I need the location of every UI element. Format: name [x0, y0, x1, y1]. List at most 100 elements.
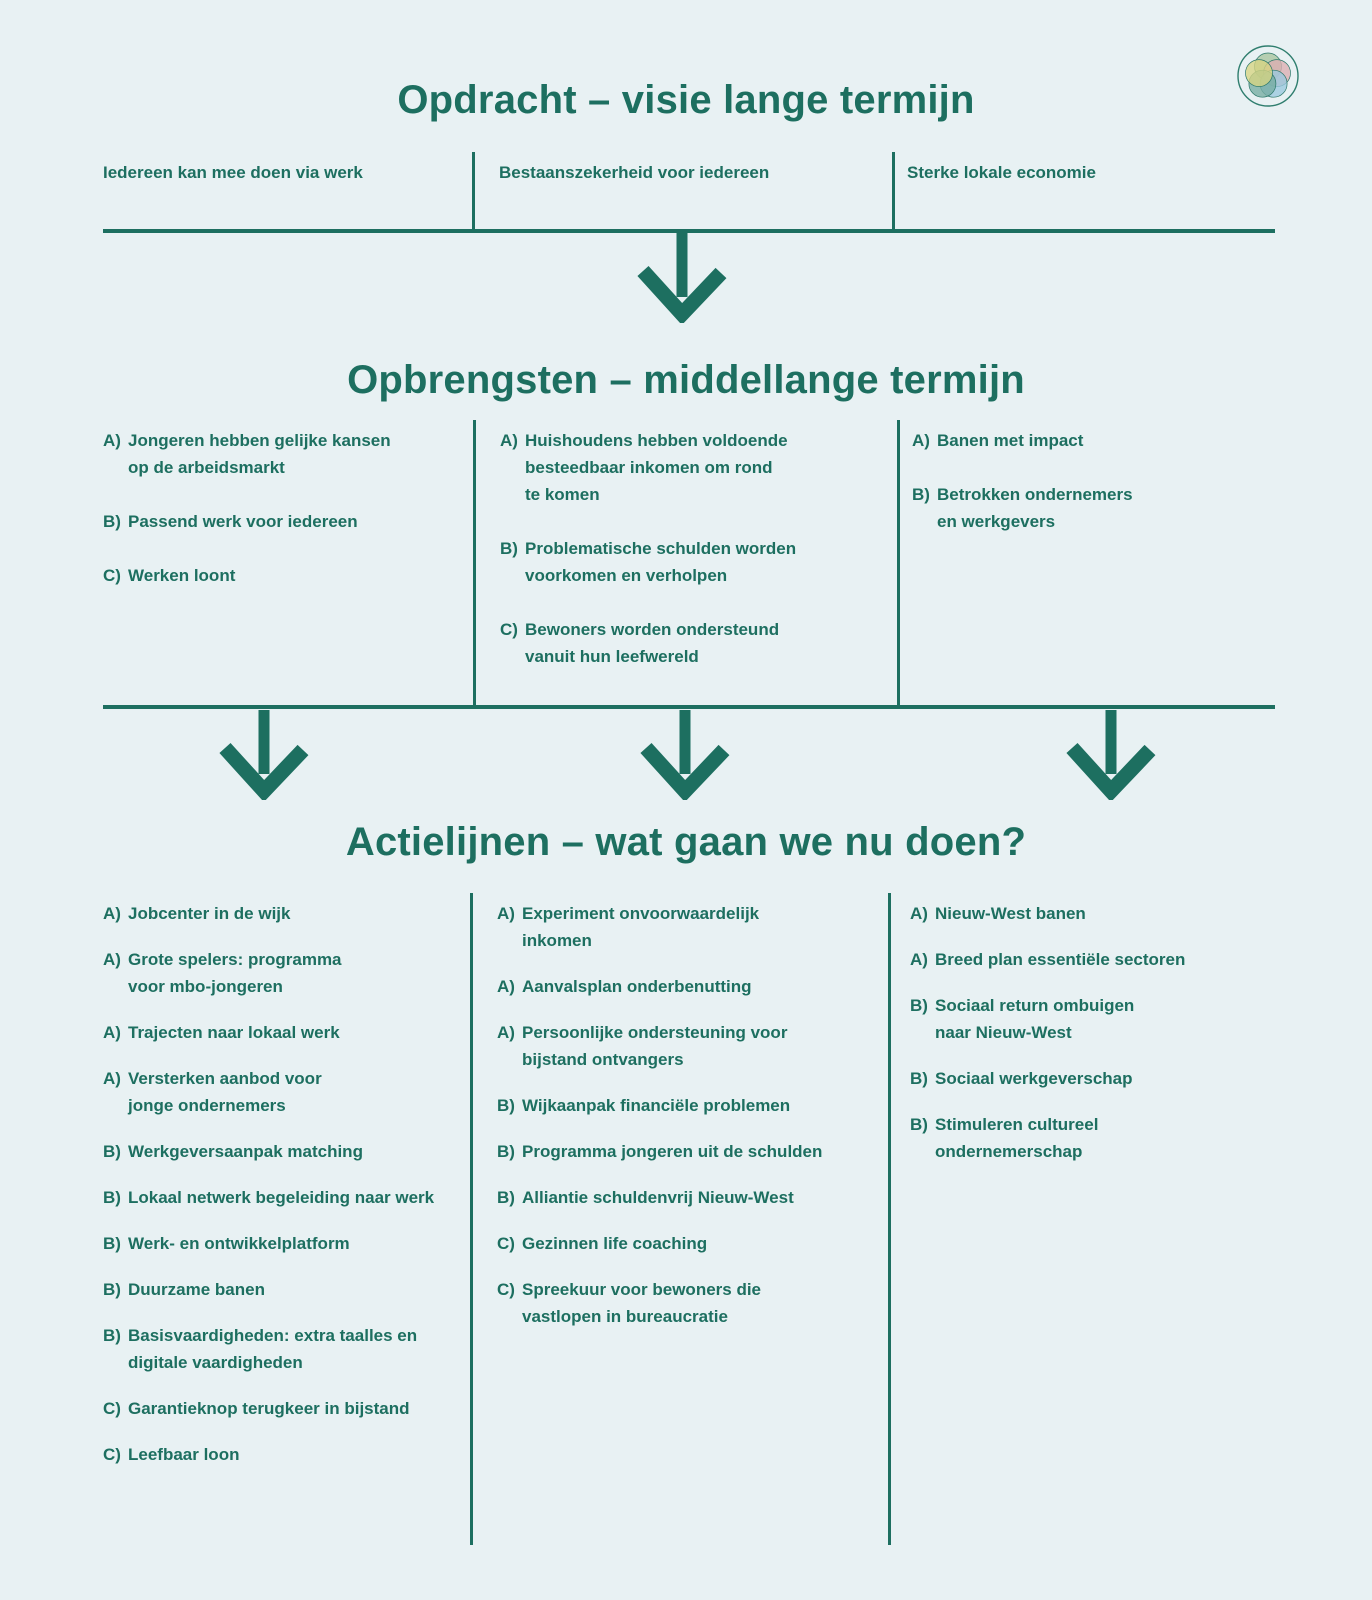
list-item: B) Sociaal return ombuigen naar Nieuw-We…: [910, 992, 1240, 1046]
list-item: A) Breed plan essentiële sectoren: [910, 946, 1240, 973]
list-item: B) Problematische schulden worden voorko…: [500, 535, 897, 589]
column: A) Banen met impact B) Betrokken onderne…: [897, 420, 1240, 706]
column: Sterke lokale economie: [892, 152, 1240, 230]
column: Iedereen kan mee doen via werk: [103, 152, 472, 230]
item-text: Wijkaanpak financiële problemen: [522, 1096, 791, 1115]
item-text: Basisvaardigheden: extra taalles en digi…: [128, 1326, 418, 1372]
item-text: Lokaal netwerk begeleiding naar werk: [128, 1188, 435, 1207]
item-marker: B): [103, 1280, 121, 1299]
item-marker: B): [103, 512, 121, 531]
section-title-actielijnen: Actielijnen – wat gaan we nu doen?: [345, 820, 1027, 864]
item-text: Banen met impact: [937, 431, 1084, 450]
item-text: Leefbaar loon: [128, 1445, 240, 1464]
section-title-opdracht: Opdracht – visie lange termijn: [397, 78, 975, 122]
item-text: Spreekuur voor bewoners die vastlopen in…: [522, 1280, 762, 1326]
item-text: Stimuleren cultureel ondernemerschap: [935, 1115, 1099, 1161]
item-marker: A): [497, 1023, 515, 1042]
item-text: Garantieknop terugkeer in bijstand: [128, 1399, 410, 1418]
item-marker: A): [500, 431, 518, 450]
list-item: B) Lokaal netwerk begeleiding naar werk: [103, 1184, 470, 1211]
list-item: B) Stimuleren cultureel ondernemerschap: [910, 1111, 1240, 1165]
item-text: Problematische schulden worden voorkomen…: [525, 539, 797, 585]
column: A) Nieuw-West banen A) Breed plan essent…: [888, 893, 1240, 1545]
down-arrow-icon: [630, 710, 740, 800]
item-text: Passend werk voor iedereen: [128, 512, 358, 531]
list-item: B) Werk- en ontwikkelplatform: [103, 1230, 470, 1257]
column: A) Experiment onvoorwaardelijk inkomen A…: [470, 893, 888, 1545]
item-marker: B): [103, 1326, 121, 1345]
list-item: C) Leefbaar loon: [103, 1441, 470, 1468]
item-text: Aanvalsplan onderbenutting: [522, 977, 752, 996]
list-item: A) Experiment onvoorwaardelijk inkomen: [497, 900, 888, 954]
item-marker: B): [103, 1234, 121, 1253]
item-marker: A): [497, 977, 515, 996]
item-text: Werken loont: [128, 566, 236, 585]
item-marker: A): [497, 904, 515, 923]
item-marker: A): [103, 431, 121, 450]
item-text: Werk- en ontwikkelplatform: [128, 1234, 350, 1253]
item-marker: B): [912, 485, 930, 504]
down-arrow-icon: [209, 710, 319, 800]
list-item: A) Grote spelers: programma voor mbo-jon…: [103, 946, 470, 1000]
item-text: Jobcenter in de wijk: [128, 904, 291, 923]
list-item: A) Nieuw-West banen: [910, 900, 1240, 927]
item-text: Grote spelers: programma voor mbo-jonger…: [128, 950, 342, 996]
list-item: A) Trajecten naar lokaal werk: [103, 1019, 470, 1046]
item-marker: B): [497, 1096, 515, 1115]
down-arrow-icon: [1056, 710, 1166, 800]
item-text: Jongeren hebben gelijke kansen op de arb…: [128, 431, 391, 477]
list-item: B) Basisvaardigheden: extra taalles en d…: [103, 1322, 470, 1376]
list-item: C) Werken loont: [103, 562, 473, 589]
item-text: Sociaal return ombuigen naar Nieuw-West: [935, 996, 1135, 1042]
item-text: Sociaal werkgeverschap: [935, 1069, 1133, 1088]
list-item: A) Aanvalsplan onderbenutting: [497, 973, 888, 1000]
down-arrow-icon: [627, 233, 737, 323]
item-marker: A): [103, 904, 121, 923]
list-item: B) Alliantie schuldenvrij Nieuw-West: [497, 1184, 888, 1211]
item-text: Huishoudens hebben voldoende besteedbaar…: [525, 431, 788, 504]
item-text: Breed plan essentiële sectoren: [935, 950, 1186, 969]
item-text: Programma jongeren uit de schulden: [522, 1142, 823, 1161]
item-marker: B): [910, 1069, 928, 1088]
item-marker: B): [103, 1188, 121, 1207]
item-marker: B): [103, 1142, 121, 1161]
item-text: Gezinnen life coaching: [522, 1234, 708, 1253]
item-marker: B): [910, 1115, 928, 1134]
item-text: Trajecten naar lokaal werk: [128, 1023, 340, 1042]
list-item: B) Duurzame banen: [103, 1276, 470, 1303]
list-item: A) Jobcenter in de wijk: [103, 900, 470, 927]
actielijnen-columns: A) Jobcenter in de wijk A) Grote spelers…: [103, 893, 1240, 1545]
list-item: Sterke lokale economie: [907, 159, 1240, 186]
item-text: Iedereen kan mee doen via werk: [103, 163, 363, 182]
list-item: A) Banen met impact: [912, 427, 1240, 454]
column: Bestaanszekerheid voor iedereen: [472, 152, 892, 230]
item-marker: C): [103, 1399, 121, 1418]
item-text: Werkgeversaanpak matching: [128, 1142, 363, 1161]
item-marker: A): [103, 1069, 121, 1088]
item-text: Alliantie schuldenvrij Nieuw-West: [522, 1188, 794, 1207]
column: A) Huishoudens hebben voldoende besteedb…: [473, 420, 897, 706]
item-marker: C): [103, 566, 121, 585]
list-item: A) Versterken aanbod voor jonge ondernem…: [103, 1065, 470, 1119]
list-item: B) Programma jongeren uit de schulden: [497, 1138, 888, 1165]
list-item: C) Gezinnen life coaching: [497, 1230, 888, 1257]
item-text: Duurzame banen: [128, 1280, 265, 1299]
list-item: B) Passend werk voor iedereen: [103, 508, 473, 535]
item-marker: B): [500, 539, 518, 558]
column: A) Jongeren hebben gelijke kansen op de …: [103, 420, 473, 706]
item-marker: B): [497, 1188, 515, 1207]
section-title-opbrengsten: Opbrengsten – middellange termijn: [347, 358, 1025, 402]
item-text: Nieuw-West banen: [935, 904, 1086, 923]
item-text: Persoonlijke ondersteuning voor bijstand…: [522, 1023, 788, 1069]
item-marker: B): [910, 996, 928, 1015]
opdracht-columns: Iedereen kan mee doen via werk Bestaansz…: [103, 152, 1240, 230]
item-marker: C): [497, 1280, 515, 1299]
item-marker: C): [500, 620, 518, 639]
list-item: B) Betrokken ondernemers en werkgevers: [912, 481, 1240, 535]
list-item: A) Huishoudens hebben voldoende besteedb…: [500, 427, 897, 508]
list-item: A) Jongeren hebben gelijke kansen op de …: [103, 427, 473, 481]
item-marker: C): [497, 1234, 515, 1253]
list-item: A) Persoonlijke ondersteuning voor bijst…: [497, 1019, 888, 1073]
item-text: Versterken aanbod voor jonge ondernemers: [128, 1069, 322, 1115]
opbrengsten-columns: A) Jongeren hebben gelijke kansen op de …: [103, 420, 1240, 706]
